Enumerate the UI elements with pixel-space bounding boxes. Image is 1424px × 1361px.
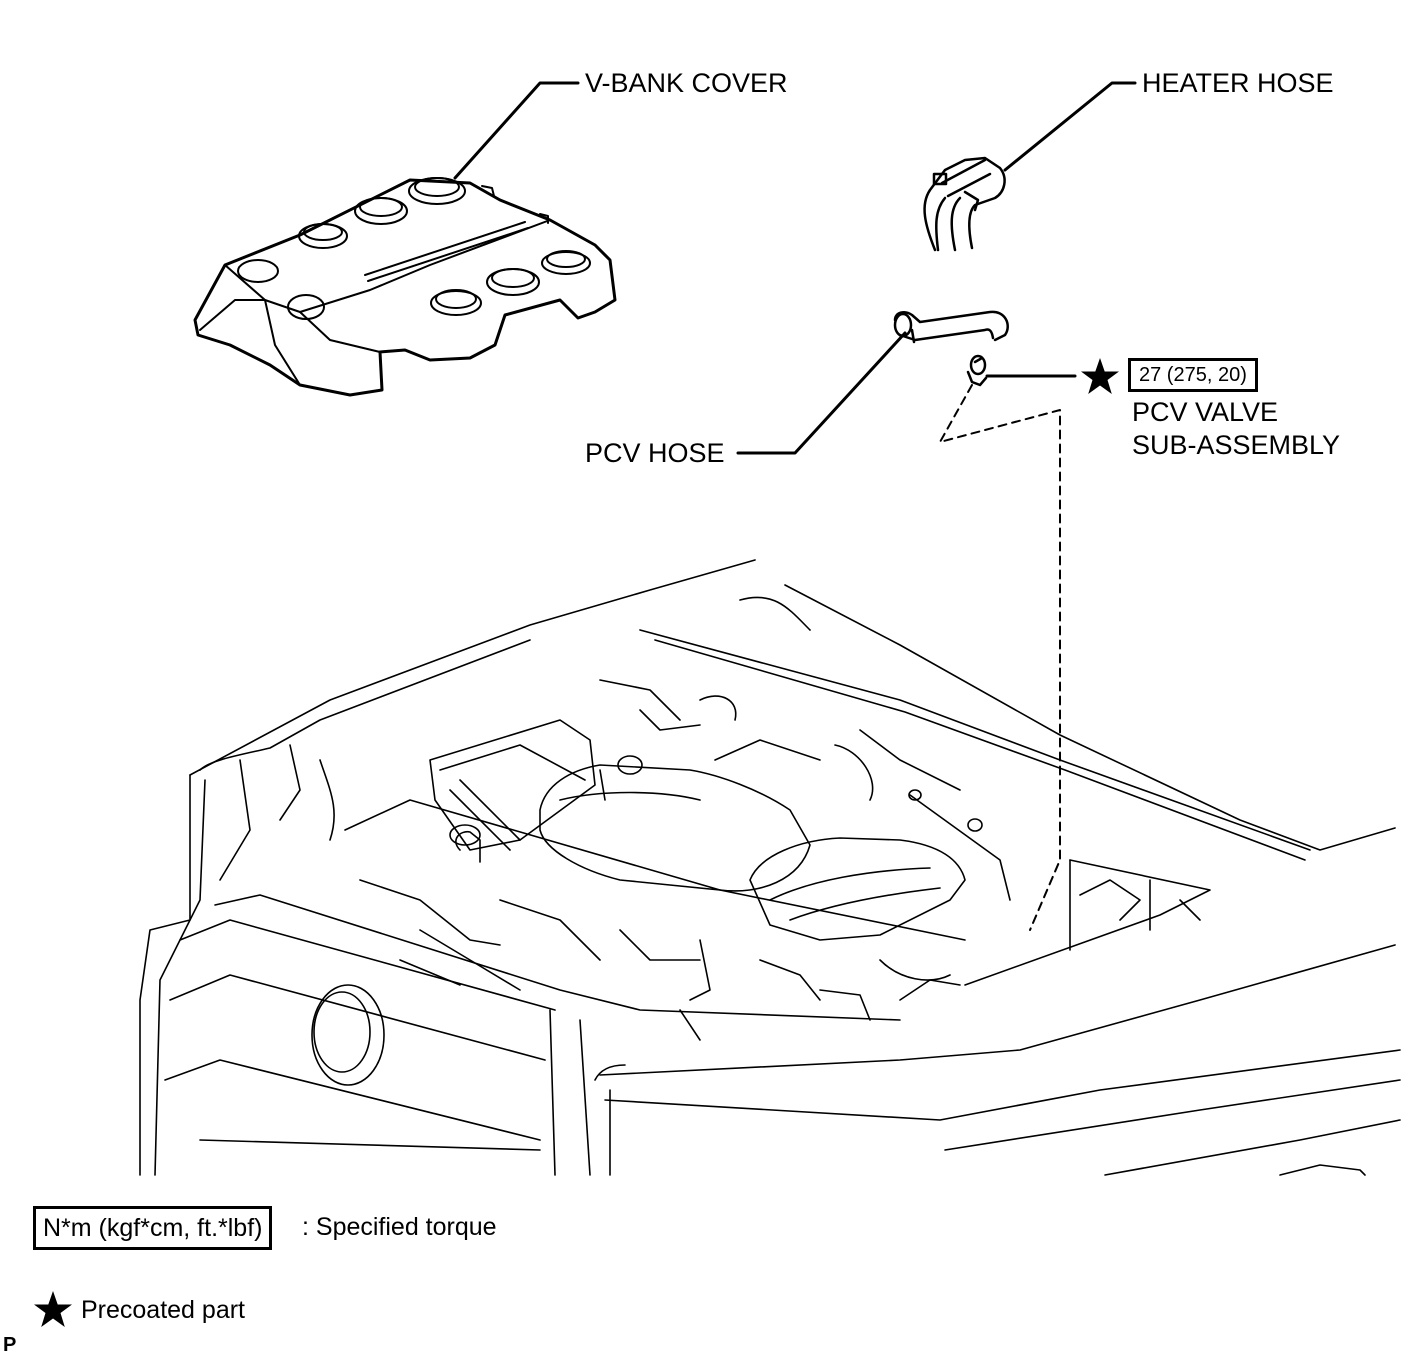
engine-bay-drawing	[139, 559, 1401, 1176]
pcv-hose-label: PCV HOSE	[585, 438, 725, 468]
pcv-valve-install-path	[939, 384, 1061, 931]
v-bank-cover-drawing	[193, 177, 617, 397]
pcv-valve-torque-box: 27 (275, 20)	[1128, 358, 1258, 392]
v-bank-cover-label: V-BANK COVER	[585, 68, 788, 98]
pcv-hose-drawing	[893, 310, 1009, 344]
pcv-valve-drawing	[966, 354, 988, 387]
corner-mark: P	[3, 1334, 17, 1356]
star-icon	[1081, 358, 1119, 394]
precoat-legend-text: Precoated part	[81, 1296, 245, 1324]
pcv-valve-label-line1: PCV VALVE	[1132, 397, 1279, 427]
heater-hose-drawing	[923, 156, 1006, 252]
torque-legend-text: : Specified torque	[302, 1213, 497, 1241]
heater-hose-label: HEATER HOSE	[1142, 68, 1334, 98]
torque-legend-box: N*m (kgf*cm, ft.*lbf)	[33, 1206, 273, 1250]
v-bank-cover-leader	[453, 81, 580, 180]
heater-hose-leader	[1003, 81, 1137, 172]
pcv-hose-leader	[736, 331, 907, 455]
pcv-valve-label-line2: SUB-ASSEMBLY	[1132, 430, 1341, 460]
star-icon	[34, 1291, 72, 1327]
